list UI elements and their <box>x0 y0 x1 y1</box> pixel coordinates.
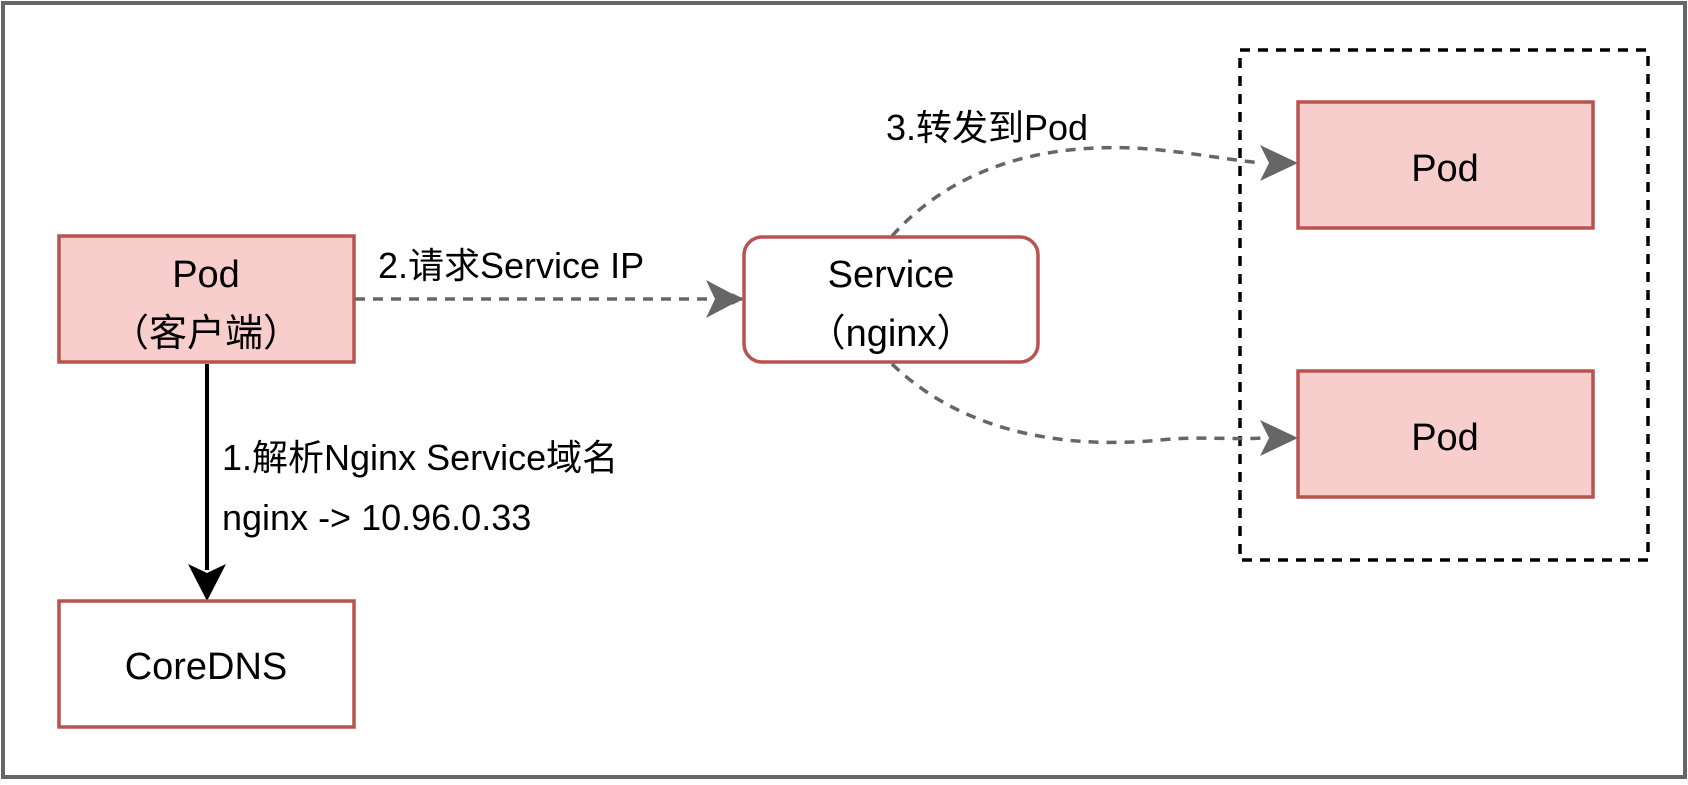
backend-pod-bottom-box <box>1296 369 1595 499</box>
forward-edge-top-arrowhead <box>1260 145 1298 181</box>
forward-edge-bottom-arrowhead <box>1260 420 1298 456</box>
backend-pod-top-node[interactable]: Pod <box>1296 100 1595 230</box>
forward-edge-bottom <box>890 362 1263 445</box>
client-pod-node[interactable]: Pod （客户端） <box>57 234 356 364</box>
request-edge-arrowhead <box>706 280 742 318</box>
backend-pod-top-box <box>1296 100 1595 230</box>
coredns-node[interactable]: CoreDNS <box>57 599 356 729</box>
client-pod-label-line1: Pod <box>172 254 240 296</box>
service-node[interactable]: Service （nginx） <box>742 235 1040 364</box>
client-pod-box <box>57 234 356 364</box>
backend-pod-group <box>1238 48 1650 562</box>
backend-pod-bottom-label: Pod <box>1411 417 1479 459</box>
service-label-line1: Service <box>828 254 955 296</box>
service-box <box>742 235 1040 364</box>
request-edge-label: 2.请求Service IP <box>378 245 644 286</box>
client-pod-label-line2: （客户端） <box>111 313 301 355</box>
forward-edge-label: 3.转发到Pod <box>886 107 1088 148</box>
backend-pod-top-label: Pod <box>1411 148 1479 190</box>
resolve-edge-arrowhead <box>188 564 226 601</box>
coredns-label: CoreDNS <box>125 646 288 688</box>
resolve-edge-label-line1: 1.解析Nginx Service域名 <box>222 437 618 478</box>
backend-pod-bottom-node[interactable]: Pod <box>1296 369 1595 499</box>
forward-edge-top <box>890 145 1263 238</box>
resolve-edge-label-line2: nginx -> 10.96.0.33 <box>222 497 531 538</box>
service-label-line2: （nginx） <box>808 313 975 355</box>
coredns-box <box>57 599 356 729</box>
